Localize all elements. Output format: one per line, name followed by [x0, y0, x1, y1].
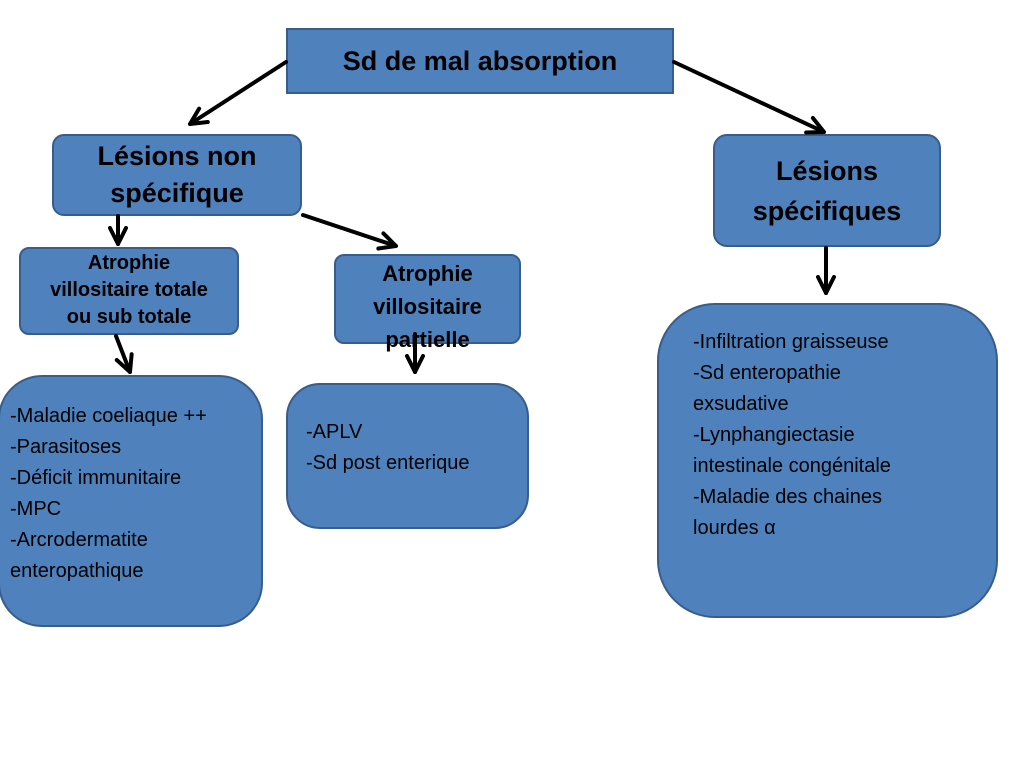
- list-item: -Maladie des chaines: [693, 486, 882, 508]
- atrophie-totale-line-3: ou sub totale: [66, 306, 192, 328]
- root-node-box: Sd de mal absorption: [286, 28, 674, 94]
- list-item: -Sd post enterique: [306, 452, 470, 474]
- list-item: -Déficit immunitaire: [10, 467, 182, 489]
- arrow-non-specifique-to-partielle: [301, 213, 398, 251]
- list-item: -Maladie coeliaque ++: [10, 405, 207, 427]
- list-item: exsudative: [693, 393, 789, 415]
- root-node-label: Sd de mal absorption: [342, 45, 618, 76]
- lesions-non-specifique-line-2: spécifique: [110, 178, 244, 208]
- arrow-totale-to-list: [114, 334, 134, 374]
- lesions-specifiques-line-1: Lésions: [775, 155, 879, 186]
- arrow-root-to-specifiques: [672, 60, 826, 135]
- list-item: -Arcrodermatite: [10, 529, 148, 551]
- lesions-specifiques-box: Lésions spécifiques: [713, 134, 941, 247]
- list-item: -Sd enteropathie: [693, 362, 841, 384]
- list-item: intestinale congénitale: [693, 455, 891, 477]
- arrow-root-to-non-specifique: [188, 60, 288, 126]
- atrophie-partielle-line-2: villositaire: [373, 294, 482, 319]
- list-atrophie-partielle-box: -APLV -Sd post enterique: [286, 383, 529, 529]
- atrophie-partielle-line-1: Atrophie: [382, 261, 473, 286]
- list-item: -Lynphangiectasie: [693, 424, 855, 446]
- atrophie-totale-line-2: villositaire totale: [50, 279, 208, 301]
- lesions-non-specifique-line-1: Lésions non: [97, 141, 257, 171]
- atrophie-totale-line-1: Atrophie: [87, 252, 171, 274]
- atrophie-partielle-box: Atrophie villositaire partielle: [334, 254, 521, 352]
- atrophie-partielle-line-3: partielle: [385, 327, 470, 352]
- list-lesions-specifiques-box: -Infiltration graisseuse -Sd enteropathi…: [657, 303, 998, 618]
- list-item: -Infiltration graisseuse: [693, 331, 889, 353]
- list-item: lourdes α: [693, 517, 776, 539]
- list-item: -MPC: [10, 498, 62, 520]
- list-item: enteropathique: [10, 560, 144, 582]
- list-atrophie-totale-box: -Maladie coeliaque ++ -Parasitoses -Défi…: [0, 375, 263, 627]
- atrophie-totale-box: Atrophie villositaire totale ou sub tota…: [19, 247, 239, 335]
- list-item: -Parasitoses: [10, 436, 122, 458]
- lesions-specifiques-line-2: spécifiques: [752, 195, 902, 226]
- list-item: -APLV: [306, 421, 363, 443]
- lesions-non-specifique-box: Lésions non spécifique: [52, 134, 302, 216]
